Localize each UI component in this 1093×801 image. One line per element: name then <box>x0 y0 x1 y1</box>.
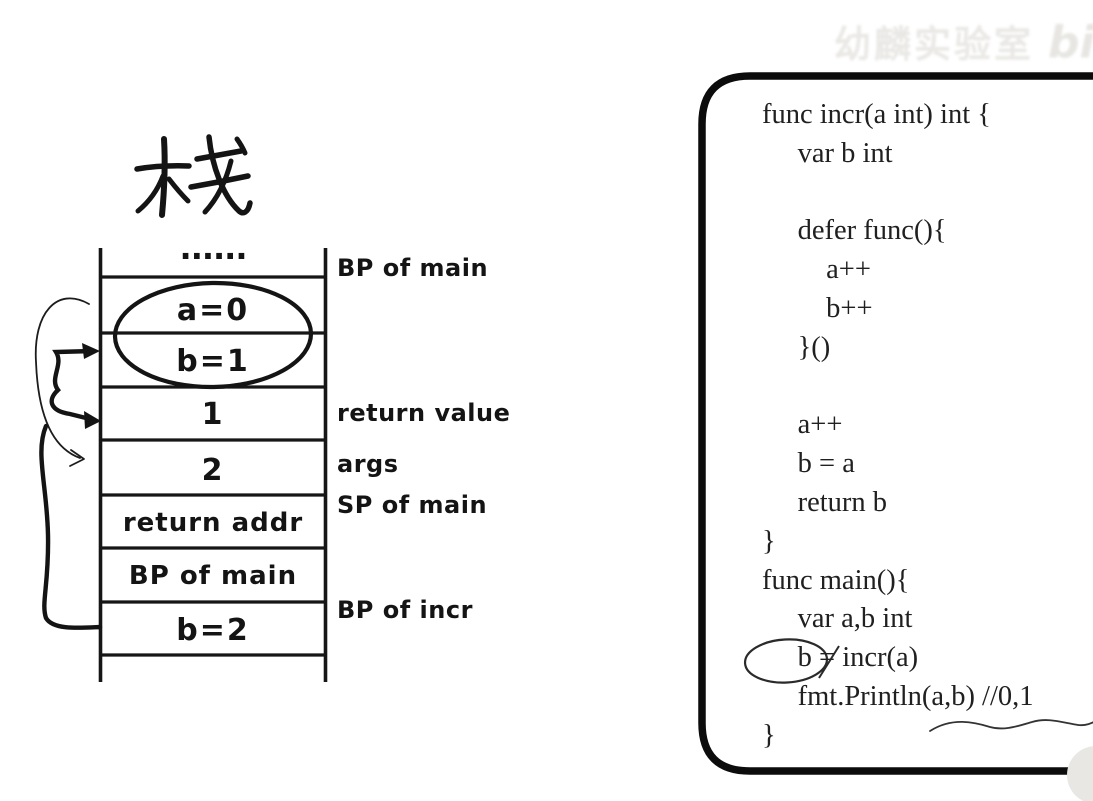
code-block: func incr(a int) int { var b int defer f… <box>700 96 1093 756</box>
label-sp-of-main: SP of main <box>337 491 488 519</box>
code-line: fmt.Println(a,b) //0,1 <box>762 680 1034 712</box>
label-bp-of-incr: BP of incr <box>337 596 473 624</box>
code-line: } <box>762 525 776 557</box>
code-line: defer func(){ <box>762 215 947 247</box>
stack-row-retval: 1 <box>201 397 225 432</box>
stack-row-return-addr: return addr <box>122 508 304 538</box>
arrowhead-b1 <box>82 343 100 359</box>
stack-row-a0: a=0 <box>176 293 250 328</box>
code-line: b = a <box>762 448 855 480</box>
code-line: }() <box>762 331 831 363</box>
label-return-value: return value <box>337 399 511 427</box>
watermark: 幼麟实验室 bili <box>834 14 1093 68</box>
stack-row-bp-main: BP of main <box>128 561 298 591</box>
code-line: a++ <box>762 409 843 441</box>
bilibili-logo: bili <box>1048 17 1093 68</box>
code-line <box>762 368 1093 407</box>
arrow-thin-arc <box>34 297 90 467</box>
arrowhead-return-value <box>84 411 101 429</box>
code-line: a++ <box>762 254 871 286</box>
stack-row-b2: b=2 <box>176 613 250 648</box>
stack-dots: ...... <box>179 229 248 267</box>
code-line: var b int <box>762 137 893 169</box>
code-line: b = incr(a) <box>762 642 919 674</box>
code-line <box>762 174 1093 213</box>
page-title: 栈 <box>128 126 258 226</box>
code-line: b++ <box>762 292 873 324</box>
label-bp-of-main: BP of main <box>337 254 489 282</box>
watermark-text: 幼麟实验室 <box>834 23 1034 66</box>
code-line: var a,b int <box>762 603 913 635</box>
code-line: } <box>762 719 776 751</box>
code-line: return b <box>762 486 888 518</box>
stack-row-b1: b=1 <box>176 344 250 379</box>
arrow-thick-bracket <box>49 343 101 429</box>
stack-row-args: 2 <box>201 453 225 488</box>
code-line: func main(){ <box>762 564 910 596</box>
label-args: args <box>337 450 399 478</box>
arrow-long-curve-b2 <box>39 423 103 630</box>
code-line: func incr(a int) int { <box>762 99 991 130</box>
